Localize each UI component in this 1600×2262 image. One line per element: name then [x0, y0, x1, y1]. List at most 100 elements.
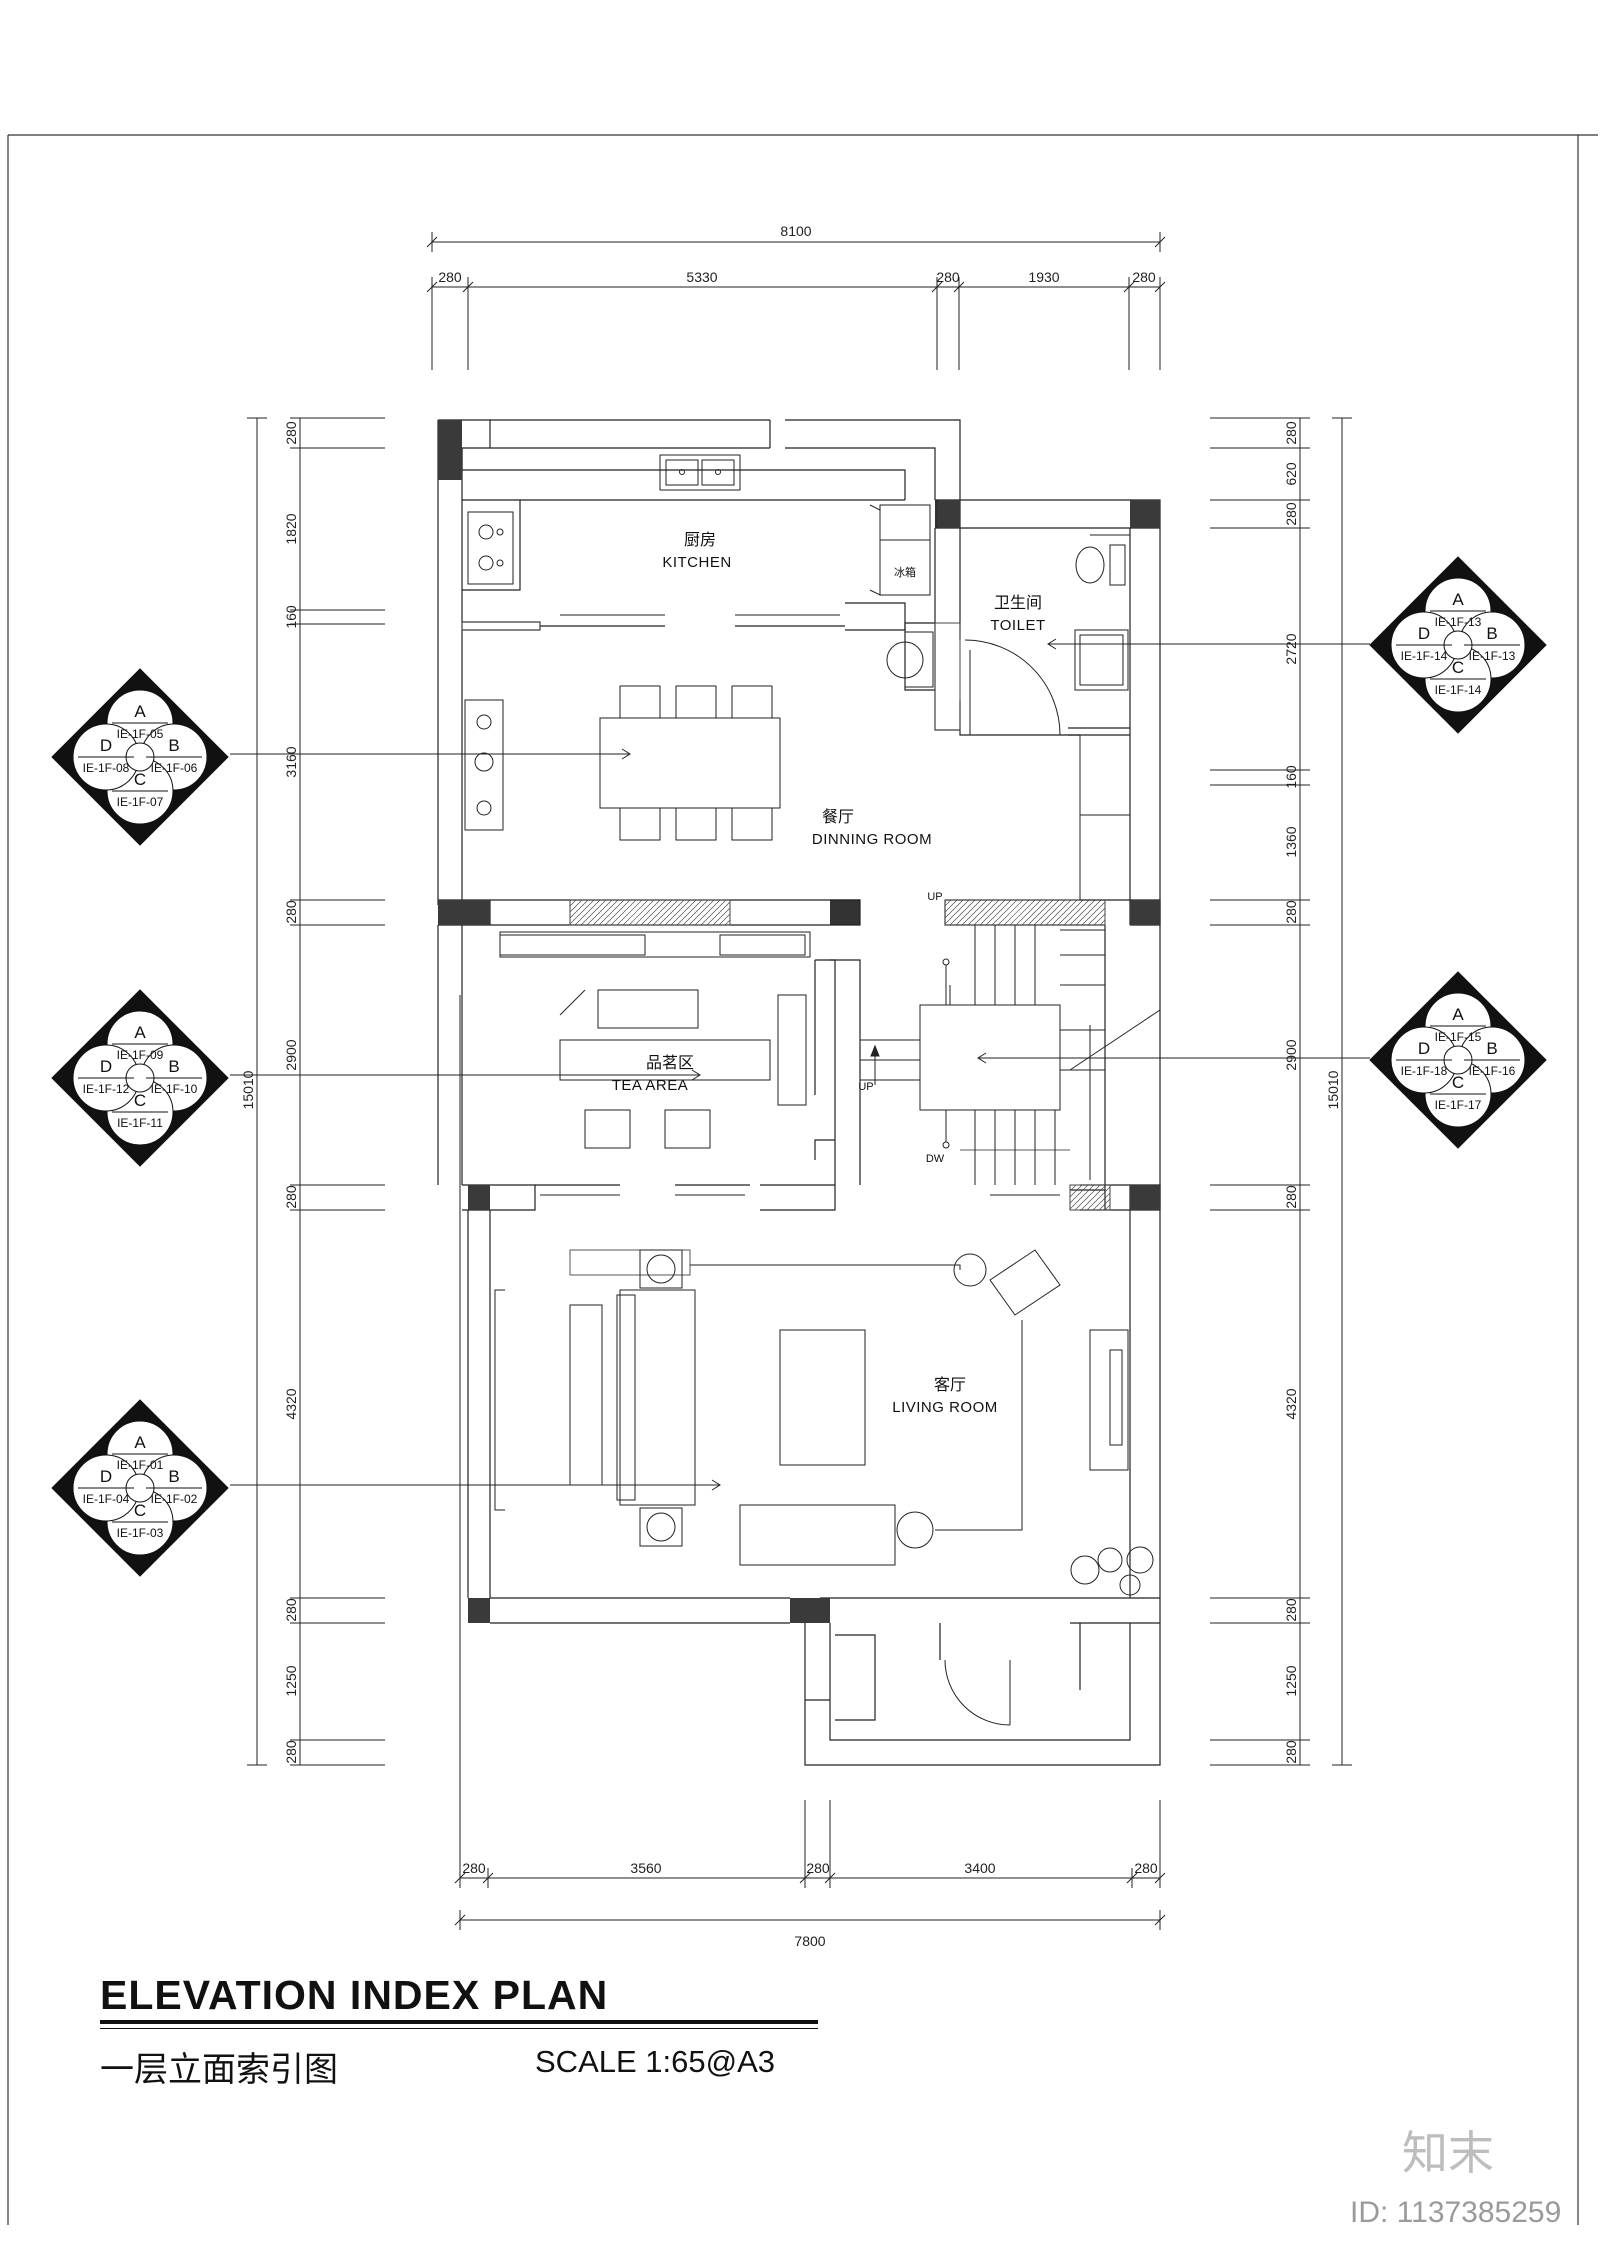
- drawing-subtitle: 一层立面索引图: [100, 2050, 338, 2090]
- room-dining-cn: 餐厅: [822, 807, 854, 826]
- tag-letter: C: [134, 1501, 146, 1520]
- hatched-areas: [461, 621, 1111, 1211]
- tag-reference: IE-1F-11: [117, 1116, 163, 1130]
- stair-arrows: [870, 958, 950, 1149]
- tag-letter: B: [168, 736, 179, 755]
- dim-top-seg: 280: [438, 269, 462, 285]
- drawing-scale: SCALE 1:65@A3: [535, 2044, 775, 2079]
- tag-letter: A: [134, 1433, 146, 1452]
- dim-top-seg: 280: [1132, 269, 1156, 285]
- dim-left-seg: 280: [283, 1598, 299, 1622]
- tag-letter: C: [134, 770, 146, 789]
- tag-letter: A: [134, 702, 146, 721]
- dim-bottom-seg: 280: [462, 1860, 486, 1876]
- tag-letter: D: [100, 1057, 112, 1076]
- dim-top-seg: 280: [936, 269, 960, 285]
- title-underline-thin: [100, 2028, 818, 2029]
- room-toilet-en: TOILET: [990, 617, 1045, 634]
- tag-reference: IE-1F-02: [151, 1492, 198, 1506]
- dim-bottom-seg: 3400: [964, 1860, 995, 1876]
- dim-right-seg: 1250: [1283, 1665, 1299, 1696]
- dining-table: [599, 717, 781, 809]
- tag-reference: IE-1F-10: [151, 1082, 198, 1096]
- dim-right-seg: 280: [1283, 1185, 1299, 1209]
- stair-up-label: UP: [927, 891, 942, 903]
- tag-reference: IE-1F-15: [1435, 1030, 1482, 1044]
- coffee-table: [779, 1329, 866, 1466]
- dim-left-seg: 280: [283, 900, 299, 924]
- fridge-label: 冰箱: [894, 565, 916, 579]
- tag-reference: IE-1F-16: [1469, 1064, 1516, 1078]
- tag-reference: IE-1F-08: [83, 761, 130, 775]
- room-toilet-cn: 卫生间: [994, 593, 1042, 612]
- dim-left-seg: 160: [283, 605, 299, 629]
- watermark-logo: 知末: [1402, 2126, 1494, 2180]
- dim-left-seg: 2900: [283, 1039, 299, 1070]
- dim-right-seg: 1360: [1283, 826, 1299, 857]
- dim-right-seg: 280: [1283, 1740, 1299, 1764]
- room-living-cn: 客厅: [934, 1375, 966, 1394]
- tag-letter: C: [134, 1091, 146, 1110]
- stair-up-label: UP: [858, 1081, 873, 1093]
- dim-right-seg: 2720: [1283, 633, 1299, 664]
- room-labels: 厨房 KITCHEN 卫生间 TOILET 餐厅 DINNING ROOM 品茗…: [612, 530, 1045, 1416]
- dim-bottom-total: 7800: [794, 1933, 825, 1949]
- walls: [437, 419, 1161, 1766]
- sofa-long: [619, 1289, 696, 1506]
- dim-bottom-seg: 3560: [630, 1860, 661, 1876]
- tag-reference: IE-1F-07: [117, 795, 164, 809]
- stair-down-label: DW: [926, 1153, 945, 1165]
- tag-letter: B: [168, 1057, 179, 1076]
- room-dining-en: DINNING ROOM: [812, 831, 932, 848]
- tag-reference: IE-1F-09: [117, 1048, 164, 1062]
- elevation-tag: A IE-1F-09B IE-1F-10C IE-1F-11 D IE-1F-12: [51, 989, 229, 1167]
- dim-top-seg: 5330: [686, 269, 717, 285]
- tag-reference: IE-1F-13: [1435, 615, 1482, 629]
- sofa-bottom: [739, 1504, 896, 1566]
- watermark-id: ID: 1137385259: [1350, 2196, 1562, 2229]
- drawing-title: ELEVATION INDEX PLAN: [100, 1972, 609, 2018]
- dim-left-seg: 1250: [283, 1665, 299, 1696]
- dim-top-total: 8100: [780, 223, 811, 239]
- tea-table: [559, 1039, 771, 1081]
- dim-right-seg: 620: [1283, 462, 1299, 486]
- tag-reference: IE-1F-06: [151, 761, 198, 775]
- sheet-border: [7, 134, 1598, 2225]
- title-underline: [100, 2020, 818, 2024]
- wall-pillars: [438, 420, 1160, 1623]
- dim-top-seg: 1930: [1028, 269, 1059, 285]
- tag-reference: IE-1F-01: [117, 1458, 164, 1472]
- dim-left-seg: 1820: [283, 513, 299, 544]
- toilet-bowl: [1075, 546, 1105, 584]
- room-kitchen-cn: 厨房: [684, 530, 716, 549]
- tag-letter: B: [1486, 624, 1497, 643]
- room-living-en: LIVING ROOM: [892, 1399, 998, 1416]
- tag-letter: C: [1452, 1073, 1464, 1092]
- tag-letter: C: [1452, 658, 1464, 677]
- armchair: [989, 1249, 1061, 1316]
- tag-letter: A: [134, 1023, 146, 1042]
- tag-letter: A: [1452, 590, 1464, 609]
- tag-reference: IE-1F-14: [1435, 683, 1482, 697]
- tag-letter: D: [1418, 624, 1430, 643]
- tea-cabinet: [499, 931, 811, 958]
- room-tea-cn: 品茗区: [646, 1053, 694, 1072]
- dim-left-seg: 280: [283, 1185, 299, 1209]
- furniture: [464, 454, 1161, 1726]
- dim-left-seg: 3160: [283, 746, 299, 777]
- tag-letter: D: [100, 1467, 112, 1486]
- tag-letter: B: [168, 1467, 179, 1486]
- tag-letter: D: [1418, 1039, 1430, 1058]
- tag-reference: IE-1F-03: [117, 1526, 164, 1540]
- tag-reference: IE-1F-05: [117, 727, 164, 741]
- tag-reference: IE-1F-12: [83, 1082, 130, 1096]
- room-kitchen-en: KITCHEN: [662, 554, 731, 571]
- tv-cabinet: [1089, 1329, 1129, 1471]
- dimension-lines: [247, 232, 1352, 1930]
- index-lines: [230, 638, 1370, 1491]
- tag-reference: IE-1F-18: [1401, 1064, 1448, 1078]
- dim-left-seg: 280: [283, 421, 299, 445]
